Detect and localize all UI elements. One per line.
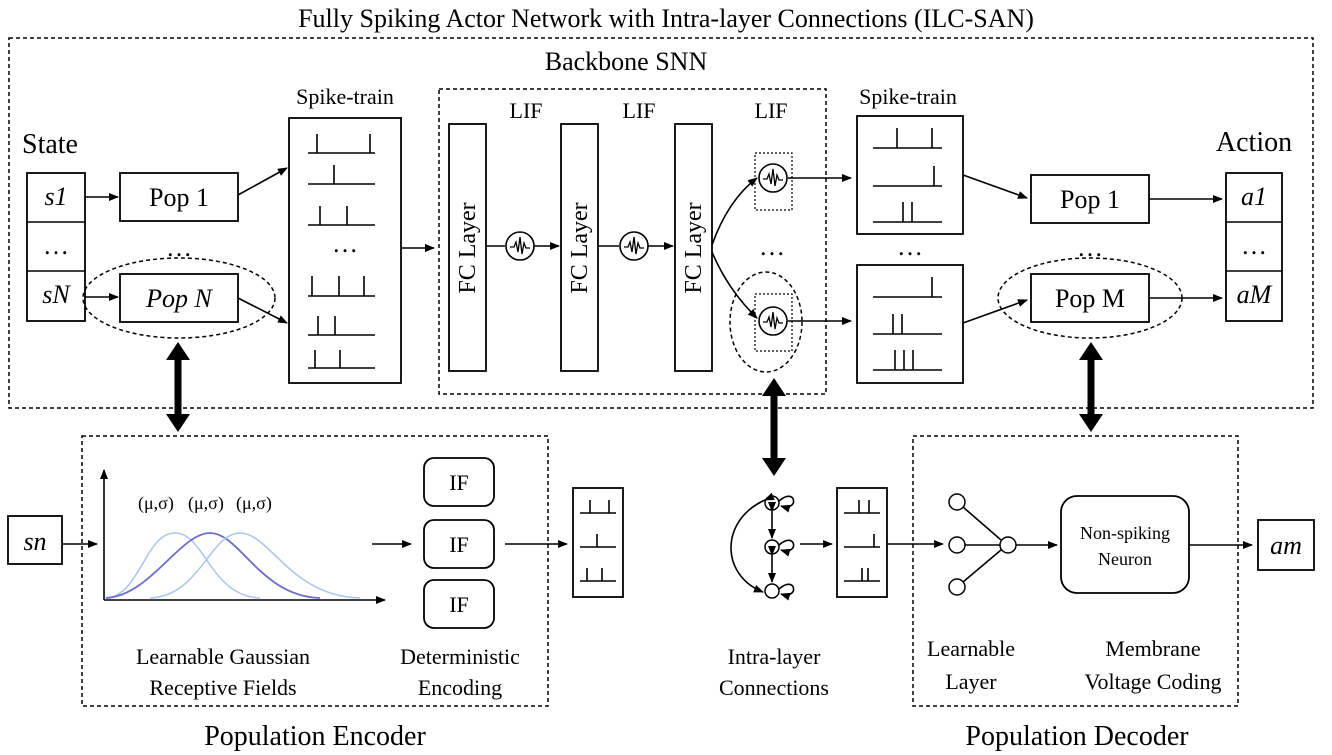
encoder-frame (81, 435, 549, 707)
input-sn-label: sn (23, 527, 46, 556)
output-am-label: am (1270, 531, 1302, 560)
gauss-param-1: (μ,σ) (138, 493, 174, 514)
encoder-caption-2: Receptive Fields (149, 675, 296, 700)
backbone-frame (8, 37, 1314, 409)
gauss-param-3: (μ,σ) (236, 493, 272, 514)
spike-train-left-label: Spike-train (296, 84, 394, 109)
state-vector (26, 172, 86, 322)
learnable-caption-2: Layer (945, 669, 997, 694)
action-cell-m: aM (1237, 280, 1273, 309)
spike-train-right-bottom-spikes (873, 277, 942, 371)
pop-out-ellipsis: … (1077, 233, 1103, 262)
state-cell-n: sN (42, 280, 71, 309)
lif-label-3: LIF (755, 98, 788, 123)
fc-layer-2 (560, 123, 599, 372)
gauss-param-2: (μ,σ) (188, 493, 224, 514)
if-label-3: IF (449, 592, 469, 617)
intra-caption-1: Intra-layer (728, 644, 821, 669)
lif-ellipsis: … (759, 232, 785, 261)
spike-train-right-ellipsis: … (897, 232, 923, 261)
encoder-caption-1: Learnable Gaussian (136, 644, 310, 669)
arrow-spike-popout1 (962, 174, 1028, 199)
intra-caption-2: Connections (719, 675, 829, 700)
pop-in-1-label: Pop 1 (149, 183, 209, 212)
pop-in-n-highlight (82, 257, 276, 339)
if-box-1 (423, 457, 495, 507)
nonspiking-label-1: Non-spiking (1080, 523, 1170, 543)
pop-out-m-box (1030, 273, 1150, 323)
decoder-frame (912, 435, 1239, 707)
action-cell-dots: … (1241, 231, 1267, 260)
pop-out-1-label: Pop 1 (1060, 185, 1120, 214)
lif-label-1: LIF (510, 98, 543, 123)
encoder-spikes (580, 500, 616, 582)
fc-layer-1-label: FC Layer (455, 202, 481, 293)
spike-train-right-label: Spike-train (859, 84, 957, 109)
arrow-fc3-bottom (711, 251, 758, 319)
lif-neuron-top-icon (758, 163, 788, 193)
pop-in-1-box (119, 172, 239, 222)
pop-out-m-label: Pop M (1055, 284, 1125, 313)
encoding-caption-1: Deterministic (400, 644, 520, 669)
backbone-inner-frame (438, 88, 827, 395)
state-label: State (22, 129, 78, 160)
spike-train-left-ellipsis: … (332, 229, 358, 258)
encoding-caption-2: Encoding (418, 675, 502, 700)
input-sn-box (7, 515, 63, 565)
intra-spikes (844, 500, 880, 582)
membrane-caption-1: Membrane (1105, 636, 1200, 661)
backbone-label: Backbone SNN (545, 47, 708, 76)
state-cell-dots: … (43, 231, 69, 260)
fc-layer-3-label: FC Layer (681, 202, 707, 293)
action-vector (1225, 172, 1283, 322)
if-box-3 (423, 579, 495, 629)
lif-neuron-2-icon (619, 231, 649, 261)
link-intra-backbone (762, 378, 786, 476)
intra-layer-graph (730, 492, 795, 601)
arrow-spike-popoutm (962, 299, 1028, 324)
gaussian-curve-center (105, 532, 321, 599)
population-encoder-title: Population Encoder (204, 721, 426, 752)
state-cell-1: s1 (44, 182, 67, 211)
fc-layer-2-label: FC Layer (567, 202, 593, 293)
nonspiking-label-2: Neuron (1098, 549, 1152, 569)
membrane-caption-2: Voltage Coding (1084, 669, 1221, 694)
arrow-pop1-spike (237, 167, 288, 196)
intra-layer-highlight (729, 271, 803, 373)
gaussian-curve-right (149, 532, 361, 599)
action-label: Action (1216, 127, 1292, 158)
if-box-2 (423, 519, 495, 569)
learnable-caption-1: Learnable (927, 636, 1015, 661)
output-am-box (1257, 519, 1315, 571)
population-decoder-title: Population Decoder (965, 721, 1189, 752)
link-decoder-backbone (1079, 342, 1103, 432)
learnable-layer-graph (948, 493, 1017, 596)
intra-spike-box (836, 487, 888, 598)
nonspiking-neuron-box (1060, 495, 1190, 594)
fc-layer-1 (448, 123, 487, 372)
lif-label-2: LIF (623, 98, 656, 123)
action-cell-1: a1 (1241, 182, 1267, 211)
gaussian-curve-left (105, 532, 261, 599)
spike-train-right-bottom-box (856, 264, 964, 384)
link-encoder-backbone (166, 342, 190, 432)
encoder-spike-box (572, 487, 624, 598)
pop-in-ellipsis: … (166, 233, 192, 262)
spike-train-left-spikes (308, 134, 375, 369)
if-label-2: IF (449, 532, 469, 557)
if-label-1: IF (449, 470, 469, 495)
spike-train-right-top-spikes (873, 128, 942, 223)
spike-train-right-top-box (856, 115, 964, 235)
fc-layer-3 (674, 123, 713, 372)
arrow-fc3-top (711, 177, 758, 246)
lif-neuron-bottom-icon (758, 306, 788, 336)
diagram-title: Fully Spiking Actor Network with Intra-l… (298, 4, 1034, 33)
arrow-popn-spike (237, 297, 288, 324)
spike-train-left-box (288, 117, 402, 384)
pop-in-n-label: Pop N (145, 284, 213, 313)
lif-neuron-1-icon (505, 231, 535, 261)
